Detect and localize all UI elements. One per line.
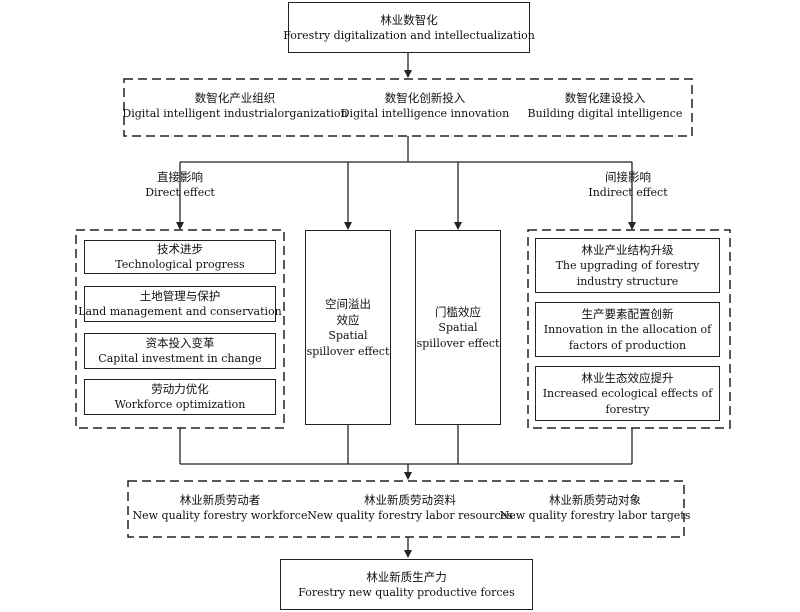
output-en: New quality forestry labor targets	[499, 509, 691, 522]
top-box: 林业数智化 Forestry digitalization and intell…	[283, 2, 535, 53]
threshold-effect-box: 门槛效应 Spatial spillover effect	[415, 230, 501, 425]
item-en: The upgrading of forestry industry struc…	[555, 258, 700, 288]
output-zh: 林业新质劳动者	[179, 493, 261, 507]
item-en: Increased ecological effects of forestry	[542, 386, 713, 416]
inputs-dashed-border	[123, 78, 693, 137]
spatial-zh1: 空间溢出	[325, 296, 371, 311]
item-zh: 生产要素配置创新	[581, 306, 674, 321]
direct-effect-label: 直接影响 Direct effect	[130, 169, 230, 201]
direct-item-land: 土地管理与保护 Land management and conservation	[78, 286, 282, 322]
input-building: 数智化建设投入 Building digital intelligence	[520, 90, 690, 122]
input-en: Building digital intelligence	[527, 107, 683, 120]
item-en: Innovation in the allocation of factors …	[543, 322, 712, 352]
threshold-en2: spillover effect	[416, 336, 500, 350]
indirect-zh: 间接影响	[605, 170, 651, 184]
indirect-item-ecological: 林业生态效应提升 Increased ecological effects of…	[535, 366, 720, 421]
spatial-en1: Spatial	[328, 328, 368, 342]
spatial-spillover-box: 空间溢出 效应 Spatial spillover effect	[305, 230, 391, 425]
item-zh: 技术进步	[157, 242, 203, 256]
indirect-dashed-border	[527, 229, 731, 429]
top-zh: 林业数智化	[380, 12, 438, 27]
indirect-item-industry-upgrade: 林业产业结构升级 The upgrading of forestry indus…	[535, 238, 720, 293]
output-workforce: 林业新质劳动者 New quality forestry workforce	[130, 492, 310, 524]
item-en: Land management and conservation	[78, 305, 282, 318]
output-labor-targets: 林业新质劳动对象 New quality forestry labor targ…	[500, 492, 691, 524]
input-en: Digital intelligent industrialorganizati…	[122, 107, 348, 120]
output-en: New quality forestry labor resources	[307, 509, 513, 522]
input-zh: 数智化创新投入	[384, 91, 466, 105]
threshold-en1: Spatial	[438, 320, 478, 334]
spatial-zh2: 效应	[336, 312, 360, 327]
bottom-en: Forestry new quality productive forces	[298, 585, 515, 599]
input-innovation: 数智化创新投入 Digital intelligence innovation	[335, 90, 515, 122]
outputs-dashed-border	[127, 480, 685, 538]
input-en: Digital intelligence innovation	[340, 107, 510, 120]
item-en: Capital investment in change	[98, 352, 262, 365]
direct-dashed-border	[75, 229, 285, 429]
bottom-box: 林业新质生产力 Forestry new quality productive …	[280, 559, 533, 610]
bottom-zh: 林业新质生产力	[366, 569, 447, 584]
item-zh: 林业产业结构升级	[581, 242, 674, 257]
input-organization: 数智化产业组织 Digital intelligent industrialor…	[122, 90, 347, 122]
threshold-zh: 门槛效应	[435, 304, 481, 319]
input-zh: 数智化建设投入	[564, 91, 646, 105]
direct-item-capital: 资本投入变革 Capital investment in change	[84, 333, 276, 369]
item-zh: 资本投入变革	[145, 336, 215, 350]
indirect-effect-label: 间接影响 Indirect effect	[578, 169, 678, 201]
top-en: Forestry digitalization and intellectual…	[283, 28, 535, 42]
output-labor-resources: 林业新质劳动资料 New quality forestry labor reso…	[307, 492, 513, 524]
direct-item-technological: 技术进步 Technological progress	[84, 240, 276, 274]
indirect-en: Indirect effect	[588, 186, 668, 199]
output-en: New quality forestry workforce	[132, 509, 308, 522]
item-zh: 劳动力优化	[151, 382, 209, 396]
item-zh: 土地管理与保护	[139, 289, 221, 303]
direct-item-workforce: 劳动力优化 Workforce optimization	[84, 379, 276, 415]
output-zh: 林业新质劳动对象	[549, 493, 641, 507]
item-en: Technological progress	[115, 258, 245, 271]
direct-zh: 直接影响	[157, 170, 203, 184]
input-zh: 数智化产业组织	[194, 91, 276, 105]
direct-en: Direct effect	[145, 186, 215, 199]
item-zh: 林业生态效应提升	[581, 370, 674, 385]
spatial-en2: spillover effect	[306, 344, 390, 358]
indirect-item-allocation: 生产要素配置创新 Innovation in the allocation of…	[535, 302, 720, 357]
item-en: Workforce optimization	[114, 398, 246, 411]
output-zh: 林业新质劳动资料	[364, 493, 456, 507]
